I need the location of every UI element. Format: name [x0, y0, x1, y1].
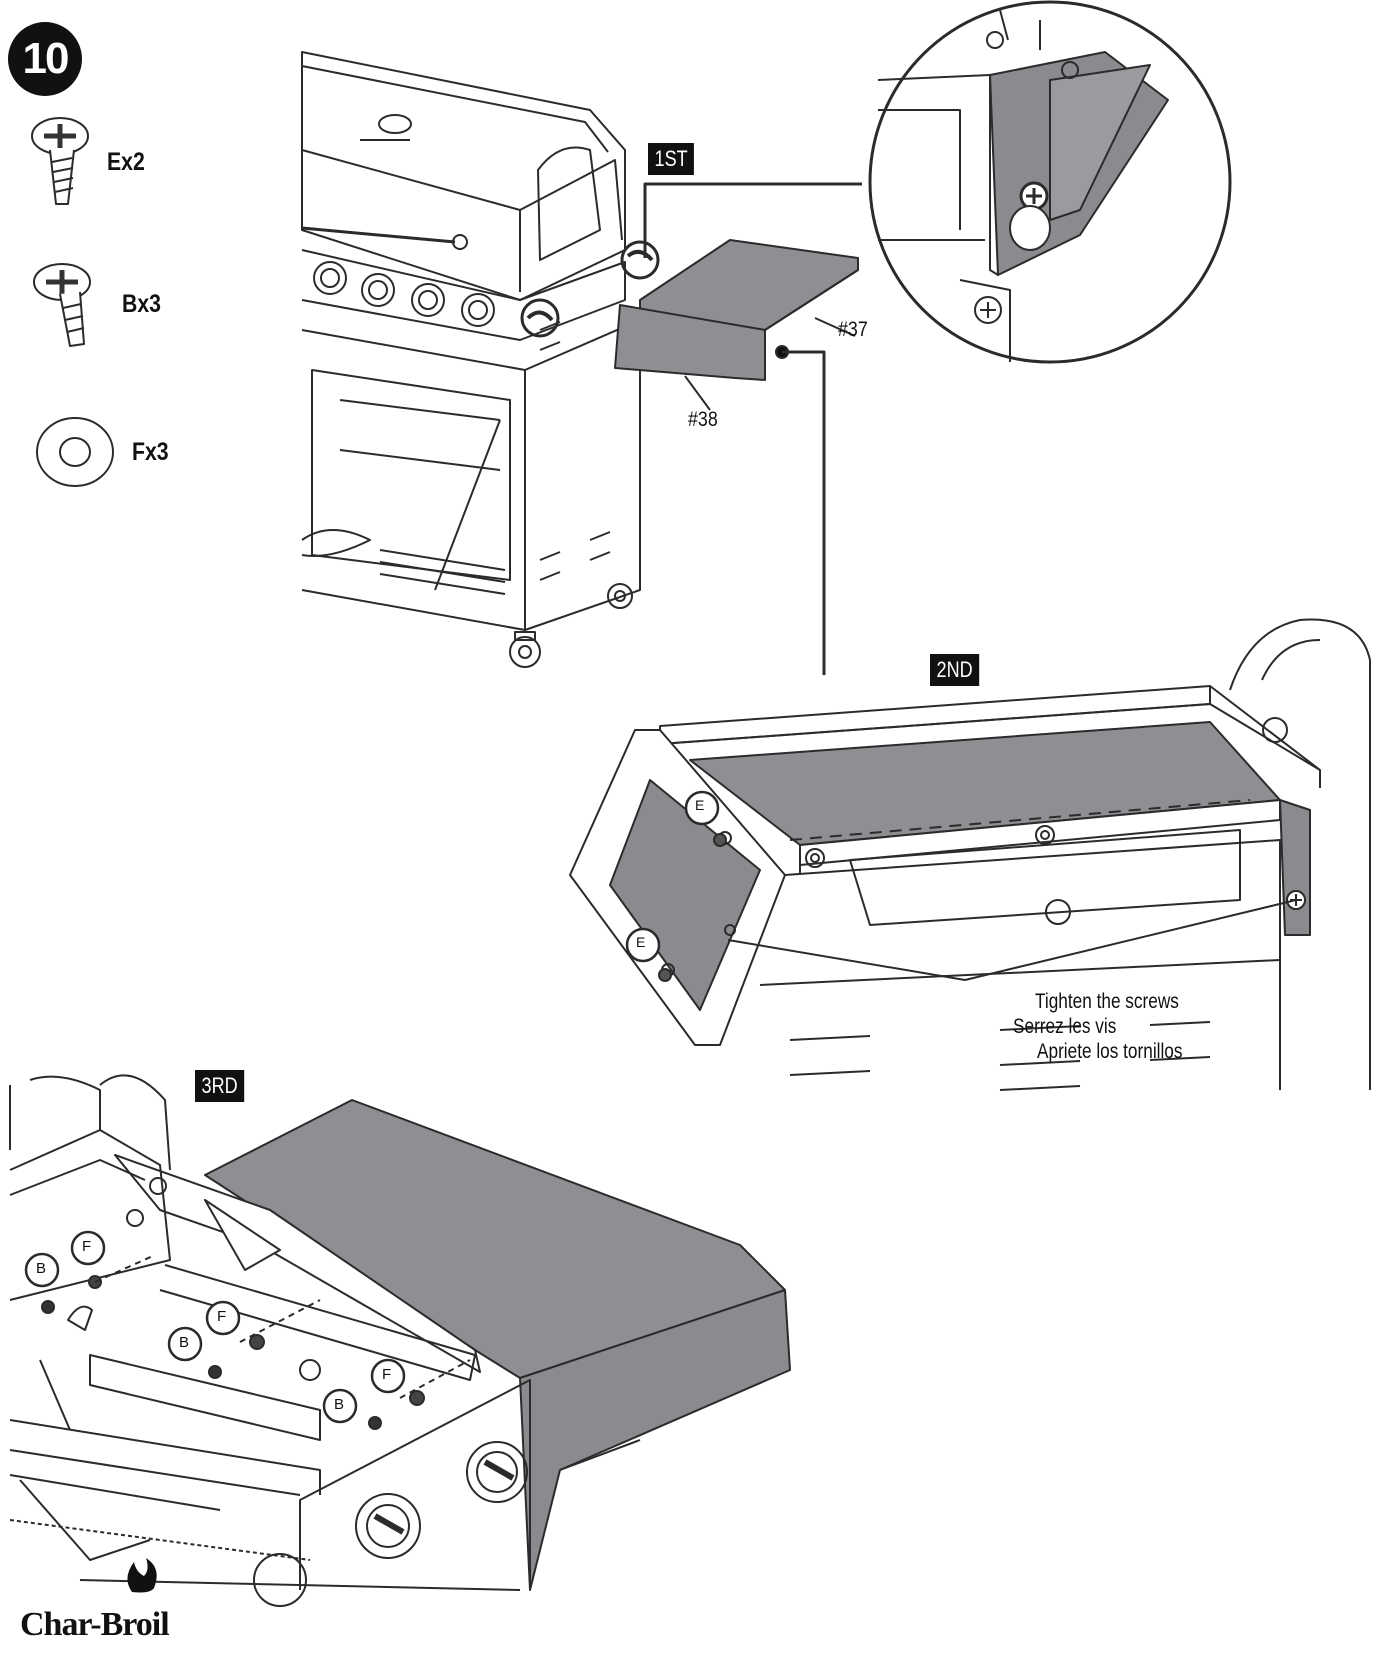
callout-e-lower: E: [636, 934, 646, 950]
hardware-label-b: Bx3: [122, 290, 161, 318]
leader-37: [814, 317, 856, 337]
hardware-label-f: Fx3: [132, 438, 169, 466]
brand-flame-icon: [127, 1558, 157, 1593]
third-stage-detail: [9, 1074, 791, 1607]
callout-b-right: B: [334, 1396, 345, 1413]
callout-e-upper: E: [695, 797, 705, 813]
leader-38: [684, 375, 711, 411]
callout-f-left: F: [82, 1238, 92, 1255]
part-label-38: #38: [688, 408, 718, 431]
hardware-label-e: Ex2: [107, 148, 145, 176]
side-panel-38: [614, 304, 766, 381]
instruction-english: Tighten the screws: [1035, 990, 1179, 1013]
instruction-spanish: Apriete los tornillos: [1037, 1040, 1183, 1063]
stage-tag-third: 3RD: [195, 1070, 245, 1102]
callout-f-right: F: [382, 1366, 392, 1383]
zoom-detail: [868, 0, 1232, 364]
second-stage-detail: [569, 618, 1371, 1091]
step-number-badge: 10: [8, 22, 82, 96]
flat-washer-icon: [36, 417, 114, 487]
stage-tag-first: 1ST: [648, 143, 695, 175]
brand-logo: Char-Broil: [20, 1606, 170, 1643]
callout-f-middle: F: [217, 1308, 227, 1325]
phillips-screw-short-icon: [33, 263, 91, 347]
part-label-37: #37: [838, 318, 868, 341]
phillips-screw-long-icon: [31, 117, 89, 205]
callout-b-left: B: [36, 1260, 47, 1277]
instruction-french: Serrez les vis: [1013, 1015, 1117, 1038]
grill-overview: [301, 51, 660, 668]
callout-b-middle: B: [179, 1334, 190, 1351]
stage-tag-second: 2ND: [930, 654, 980, 686]
